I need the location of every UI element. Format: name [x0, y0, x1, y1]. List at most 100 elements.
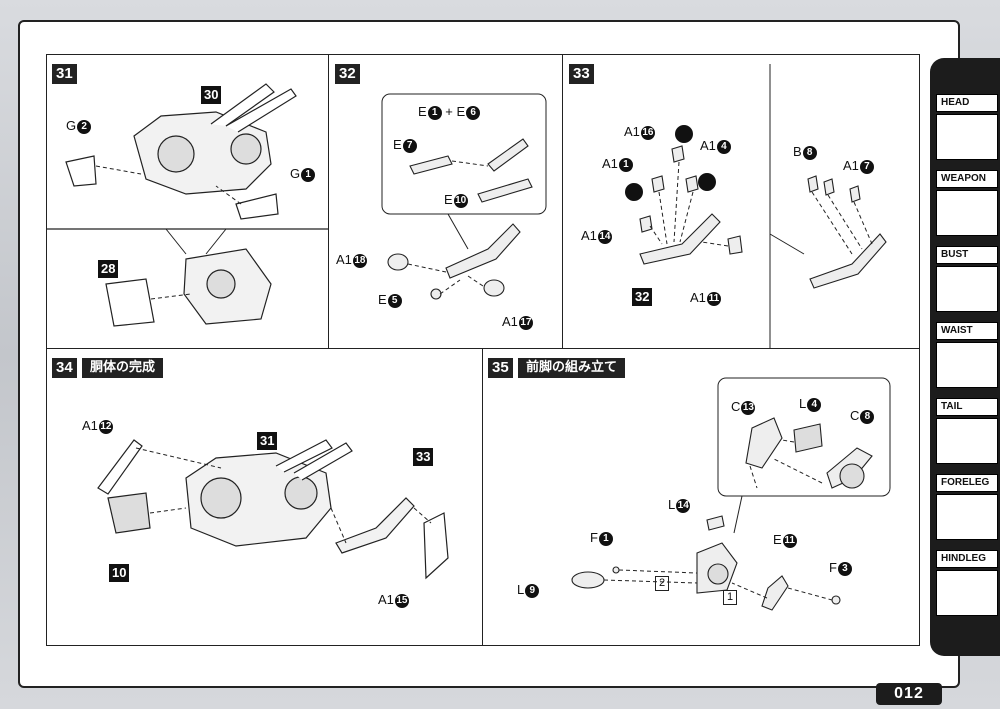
part-letter: L	[799, 396, 807, 411]
part-number: 2	[77, 119, 92, 134]
step-31-callout-30: 30	[201, 86, 222, 104]
part-number: 1	[427, 105, 442, 120]
step-31-callout-28: 28	[98, 260, 119, 278]
part-letter: G	[290, 166, 301, 181]
sidebar-tab-waist[interactable]: WAIST	[936, 322, 998, 388]
part-letter: A1	[843, 158, 859, 173]
part-number: 10	[453, 193, 468, 208]
part-number: 14	[597, 229, 612, 244]
step-34-callout-31: 31	[257, 432, 278, 450]
sidebar-tab-label: HINDLEG	[936, 550, 998, 568]
step-32-panel	[328, 54, 564, 350]
part-letter: A1	[690, 290, 706, 305]
part-letter: A1	[378, 592, 394, 607]
part-letter: E	[418, 104, 427, 119]
part-letter: C	[731, 399, 741, 414]
step-35-number: 35	[488, 358, 513, 378]
part-letter: A1	[82, 418, 98, 433]
part-number: 6	[466, 105, 481, 120]
part-number: 8	[802, 145, 817, 160]
step-34-callout-33: 33	[413, 448, 434, 466]
sidebar-tab-label: TAIL	[936, 398, 998, 416]
order-marker-1: 1	[723, 590, 738, 605]
step-35-panel	[482, 348, 920, 646]
step-33-callout-32: 32	[632, 288, 653, 306]
step-33-panel	[562, 54, 920, 350]
part-number: 9	[525, 583, 540, 598]
part-letter: A1	[581, 228, 597, 243]
step-35-title: 前脚の組み立て	[518, 358, 626, 378]
sidebar-tab-hindleg[interactable]: HINDLEG	[936, 550, 998, 616]
part-number: 12	[98, 419, 113, 434]
part-number: 7	[402, 138, 417, 153]
sidebar-tab-head[interactable]: HEAD	[936, 94, 998, 160]
part-letter: A1	[700, 138, 716, 153]
part-number: 1	[618, 157, 633, 172]
order-marker-2: 2	[655, 576, 670, 591]
part-letter: E	[444, 192, 453, 207]
waist-thumbnail-icon	[936, 342, 998, 388]
sidebar-tab-tail[interactable]: TAIL	[936, 398, 998, 464]
step-34-number: 34	[52, 358, 77, 378]
part-number: 18	[352, 253, 367, 268]
sidebar-tab-weapon[interactable]: WEAPON	[936, 170, 998, 236]
sidebar-tab-label: BUST	[936, 246, 998, 264]
part-letter: A1	[502, 314, 518, 329]
part-letter: A1	[624, 124, 640, 139]
step-32-diagram	[381, 93, 547, 300]
part-letter: A1	[336, 252, 352, 267]
bust-thumbnail-icon	[936, 266, 998, 312]
part-letter: A1	[602, 156, 618, 171]
part-number: 3	[837, 561, 852, 576]
part-letter: E	[456, 104, 466, 119]
sidebar-tab-foreleg[interactable]: FORELEG	[936, 474, 998, 540]
weapon-thumbnail-icon	[936, 190, 998, 236]
part-letter: L	[517, 582, 525, 597]
part-number: 1	[301, 167, 316, 182]
part-letter: E	[773, 532, 782, 547]
step-34-callout-10: 10	[109, 564, 130, 582]
sidebar-tab-label: WEAPON	[936, 170, 998, 188]
part-number: 4	[807, 397, 822, 412]
part-number: 5	[387, 293, 402, 308]
sidebar-tab-bust[interactable]: BUST	[936, 246, 998, 312]
part-number: 13	[741, 400, 756, 415]
part-letter: F	[590, 530, 598, 545]
part-number: 15	[394, 593, 409, 608]
step-31-diagram	[46, 83, 328, 327]
part-letter: C	[850, 408, 860, 423]
hindleg-thumbnail-icon	[936, 570, 998, 616]
part-number: 14	[676, 498, 691, 513]
part-letter: G	[66, 118, 77, 133]
step-35-diagram	[571, 377, 891, 611]
step-31-number: 31	[52, 64, 77, 84]
step-34-title: 胴体の完成	[82, 358, 164, 378]
part-number: 11	[706, 291, 721, 306]
part-number: 4	[716, 139, 731, 154]
step-32-number: 32	[335, 64, 360, 84]
part-letter: F	[829, 560, 837, 575]
step-33-diagram	[625, 64, 887, 348]
